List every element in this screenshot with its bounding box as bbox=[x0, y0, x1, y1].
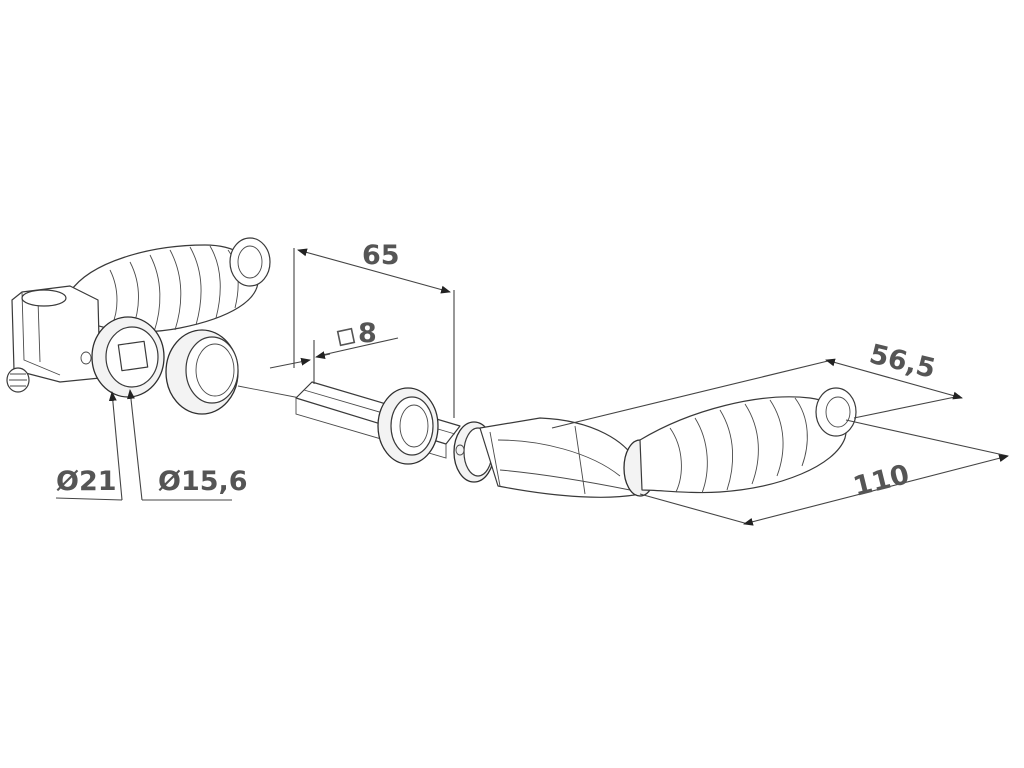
spindle-rose bbox=[377, 387, 439, 465]
label-square-8: 8 bbox=[358, 318, 377, 349]
right-handle bbox=[453, 387, 857, 498]
label-diameter-21: Ø21 bbox=[56, 466, 117, 497]
axis-line bbox=[237, 385, 301, 399]
dimension-110 bbox=[639, 419, 1009, 526]
label-65: 65 bbox=[362, 240, 400, 271]
label-diameter-15-6: Ø15,6 bbox=[158, 466, 248, 497]
label-56-5: 56,5 bbox=[866, 339, 938, 385]
square-symbol-icon bbox=[336, 327, 356, 347]
label-110: 110 bbox=[850, 459, 912, 503]
diameter-leaders bbox=[55, 389, 232, 501]
left-handle bbox=[6, 237, 271, 398]
dimension-square-8 bbox=[269, 337, 399, 384]
dimension-56-5 bbox=[551, 358, 963, 429]
rose-ring bbox=[165, 329, 239, 415]
dimension-65 bbox=[293, 248, 455, 418]
